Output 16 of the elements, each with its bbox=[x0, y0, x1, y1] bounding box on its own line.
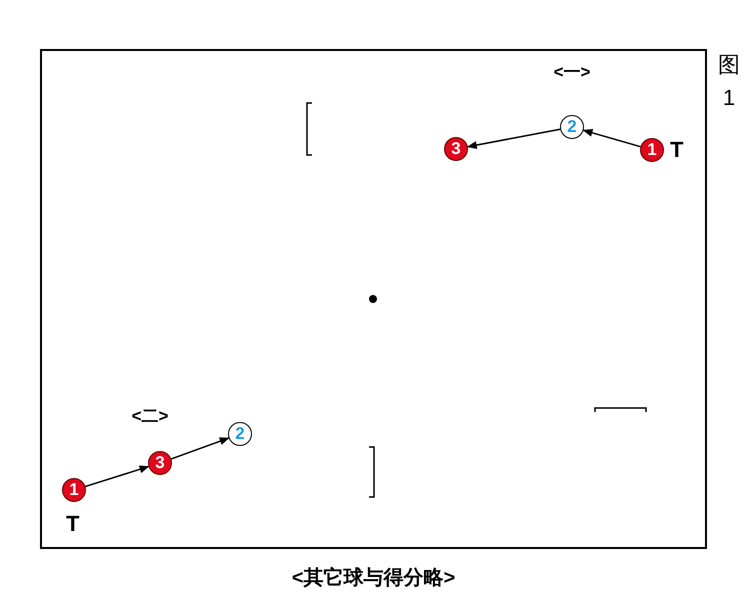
arrow bbox=[466, 128, 560, 150]
arrow bbox=[582, 128, 641, 148]
ball-marker: 2 bbox=[560, 115, 584, 139]
ball-marker: 1 bbox=[640, 138, 664, 162]
arrow bbox=[85, 465, 150, 488]
figure-label: 图1 bbox=[718, 51, 740, 112]
ball-marker: 1 bbox=[62, 478, 86, 502]
ball-marker: 3 bbox=[444, 137, 468, 161]
player-marker: T bbox=[670, 139, 684, 161]
caption: <其它球与得分略> bbox=[290, 566, 456, 591]
arrow bbox=[171, 437, 230, 460]
sequence-label: <二> bbox=[132, 406, 168, 428]
ball-marker: 2 bbox=[228, 422, 252, 446]
ball-marker: 3 bbox=[148, 451, 172, 475]
sequence-label: <一> bbox=[554, 62, 590, 84]
player-marker: T bbox=[66, 513, 80, 535]
